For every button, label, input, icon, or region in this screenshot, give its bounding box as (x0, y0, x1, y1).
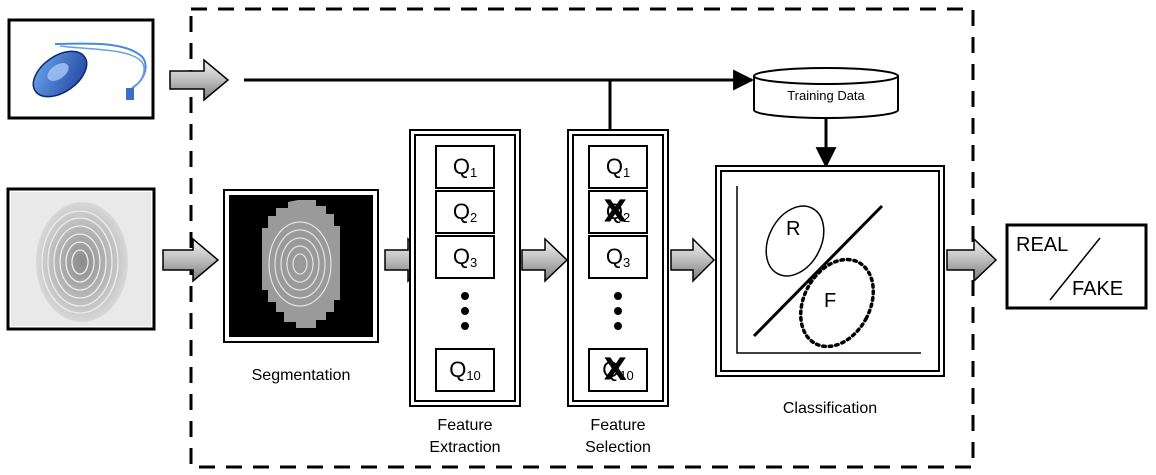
removed-x-icon: X (603, 194, 627, 230)
classification-caption: Classification (782, 400, 878, 417)
feature-selection-caption-line2: Selection (585, 439, 651, 456)
feature-label: Q3 (606, 244, 630, 270)
feature-box: Q10 (435, 348, 495, 392)
feature-letter: Q (452, 199, 470, 224)
real-class-label: R (786, 218, 801, 240)
feature-letter: Q (602, 357, 620, 382)
feature-letter: Q (452, 244, 470, 269)
feature-selection-caption: Feature Selection (548, 415, 688, 459)
selection-ellipsis-dot (614, 307, 622, 315)
real-fake-divider (1049, 237, 1101, 301)
block-arrow-sensor (169, 58, 230, 102)
fake-class-label: F (824, 290, 837, 312)
block-arrow-output (946, 237, 998, 283)
output-real-label: REAL (1016, 234, 1069, 256)
selection-ellipsis-dot (614, 322, 622, 330)
extraction-ellipsis-dot (461, 322, 469, 330)
output-fake-label: FAKE (1072, 278, 1124, 300)
feature-letter: Q (605, 154, 623, 179)
fingerprint-image-icon (6, 187, 156, 331)
feature-letter: Q (605, 244, 623, 269)
feature-index: 1 (622, 165, 631, 180)
feature-extraction-caption-line2: Extraction (429, 439, 501, 456)
feature-box: Q2 (435, 190, 495, 234)
feature-letter: Q (449, 357, 467, 382)
feature-label: Q2 (453, 199, 477, 225)
feature-index: 10 (619, 368, 634, 383)
feature-label: Q1 (453, 154, 477, 180)
extraction-ellipsis-dot (461, 292, 469, 300)
feature-index: 1 (469, 165, 478, 180)
feature-index: 3 (469, 255, 478, 270)
feature-letter: Q (452, 154, 470, 179)
feature-letter: Q (605, 199, 623, 224)
fake-class-ellipse (798, 257, 876, 349)
feature-index: 2 (469, 210, 478, 225)
feature-label: Q1 (606, 154, 630, 180)
block-arrow-input (162, 237, 220, 283)
removed-x-icon: X (603, 352, 627, 388)
block-arrow-extraction (521, 237, 569, 283)
feature-index: 3 (622, 255, 631, 270)
output-box (1005, 223, 1148, 310)
feature-box: Q3 (435, 235, 495, 279)
decision-boundary-line (752, 204, 884, 338)
classifier-axes (736, 186, 921, 354)
feature-box: Q3 (588, 235, 648, 279)
training-data-database-icon (753, 67, 899, 119)
feature-box: Q1 (588, 145, 648, 189)
fingerprint-sensor-icon (7, 18, 155, 120)
feature-extraction-caption: Feature Extraction (395, 415, 535, 459)
feature-extraction-caption-line1: Feature (437, 417, 493, 434)
real-class-ellipse (765, 205, 825, 277)
segmented-fingerprint-icon (223, 189, 379, 343)
block-arrow-selection (670, 237, 716, 283)
extraction-ellipsis-dot (461, 307, 469, 315)
classification-panel (715, 165, 945, 377)
feature-index: 10 (466, 368, 481, 383)
training-data-label: Training Data (787, 88, 865, 103)
feature-label: Q3 (453, 244, 477, 270)
feature-selection-caption-line1: Feature (590, 417, 646, 434)
selection-ellipsis-dot (614, 292, 622, 300)
feature-label: Q10 (449, 357, 481, 383)
processing-boundary (189, 7, 975, 469)
segmentation-caption: Segmentation (251, 367, 351, 384)
feature-index: 2 (622, 210, 631, 225)
feature-box: Q1 (435, 145, 495, 189)
